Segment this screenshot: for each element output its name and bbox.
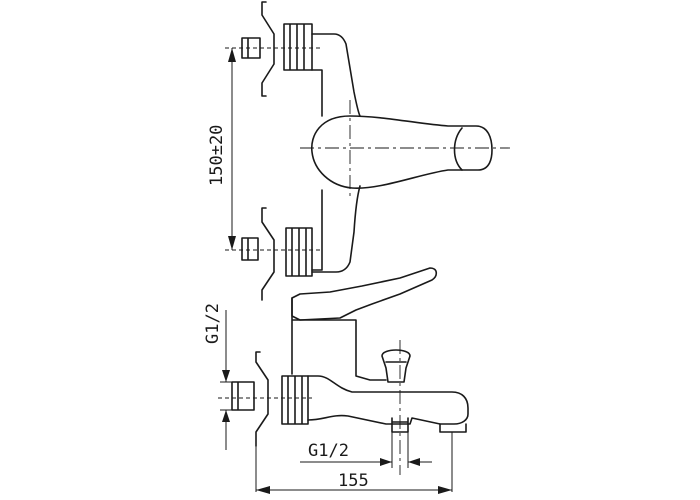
lever-handle-front [291, 267, 438, 321]
dimension-height: 150±20 [207, 48, 236, 250]
lower-pipe [241, 237, 259, 261]
upper-nut [283, 23, 313, 71]
thread-inlet-label: G1/2 [203, 303, 223, 344]
thread-inlet-arrow-top [222, 370, 230, 382]
front-pipe [231, 381, 255, 411]
mixer-body-top [311, 33, 361, 273]
shower-outlet [439, 423, 467, 433]
front-nut [281, 375, 309, 425]
thread-outlet-label: G1/2 [308, 441, 349, 461]
dim-arrow-right [438, 486, 452, 494]
dimension-thread-outlet: G1/2 [300, 441, 432, 466]
diverter-knob [381, 349, 411, 383]
mixer-body-front [291, 297, 469, 425]
lower-nut [285, 227, 313, 277]
length-label: 155 [338, 471, 369, 491]
thread-outlet-arrow-left [380, 458, 392, 466]
thread-outlet-arrow-right [408, 458, 420, 466]
upper-pipe [241, 37, 261, 59]
lever-handle-top [310, 115, 493, 189]
dimension-thread-inlet: G1/2 [203, 303, 234, 450]
lower-flange [261, 207, 275, 301]
thread-inlet-arrow-bottom [222, 410, 230, 422]
dim-arrow-bottom [228, 236, 236, 250]
top-view [225, 1, 510, 301]
lever-grip-line [453, 127, 463, 171]
dim-arrow-top [228, 48, 236, 62]
front-flange [255, 351, 269, 447]
height-dimension-label: 150±20 [207, 125, 227, 186]
dimension-length: 155 [256, 471, 452, 494]
dim-arrow-left [256, 486, 270, 494]
upper-flange [261, 1, 275, 97]
front-view [218, 267, 469, 492]
